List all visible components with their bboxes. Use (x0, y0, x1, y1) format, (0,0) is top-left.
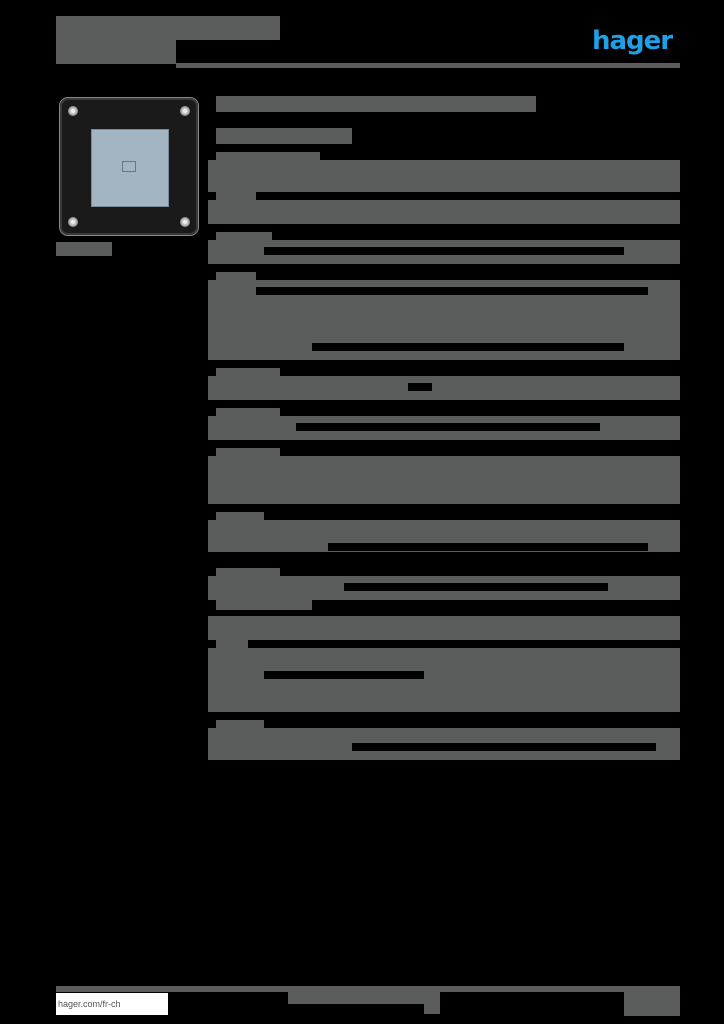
header-rule (176, 63, 680, 68)
header-subtitle (56, 40, 176, 64)
sensor-pad (91, 129, 169, 207)
header-title (56, 16, 280, 40)
section-body (208, 160, 680, 192)
section-label (216, 640, 248, 650)
screw-icon (68, 217, 78, 227)
sensor-symbol-icon (122, 161, 136, 172)
section-label (216, 512, 264, 522)
product-photo (60, 98, 198, 235)
screw-icon (68, 106, 78, 116)
section-label (216, 272, 256, 282)
section-label (216, 448, 280, 458)
section-body (208, 648, 680, 712)
product-caption (56, 242, 112, 256)
section-body (208, 616, 680, 640)
hager-logo[interactable]: hager (592, 26, 673, 56)
section-body (208, 456, 680, 504)
logo-underline (570, 63, 680, 68)
section-label (216, 232, 272, 242)
section-label (216, 720, 264, 730)
section-label (216, 408, 280, 418)
footer-page-number (624, 992, 680, 1016)
section-body (208, 376, 680, 400)
footer-url-link[interactable]: hager.com/fr-ch (56, 993, 168, 1015)
section-label (216, 568, 280, 578)
section-label (216, 368, 280, 378)
screw-icon (180, 106, 190, 116)
screw-icon (180, 217, 190, 227)
footer-center-text (288, 992, 440, 1004)
section-label (216, 600, 312, 610)
section-label (216, 152, 320, 162)
footer-center-sub (424, 1004, 440, 1014)
section-label (216, 192, 256, 202)
page-heading (216, 96, 536, 112)
footer-rule (56, 986, 680, 992)
section-body (208, 200, 680, 224)
page-subheading (216, 128, 352, 144)
